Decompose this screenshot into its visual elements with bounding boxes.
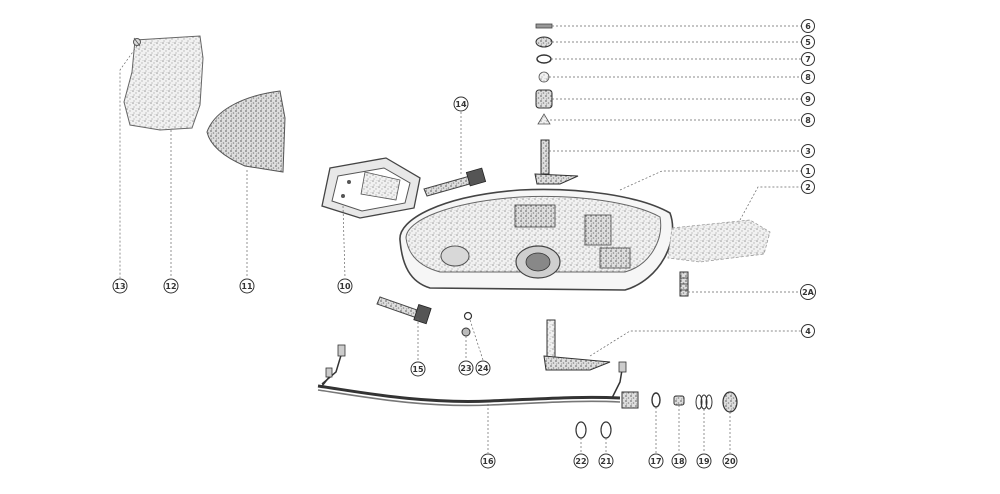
- callout-7: 7: [801, 52, 815, 66]
- svg-text:10: 10: [339, 282, 351, 291]
- callout-8-lower: 8: [801, 113, 815, 127]
- callout-14: 14: [453, 96, 469, 112]
- part-2a-spring: [679, 271, 689, 297]
- svg-text:9: 9: [805, 95, 811, 104]
- callout-17: 17: [648, 453, 664, 469]
- svg-text:21: 21: [600, 457, 612, 466]
- callout-20: 20: [722, 453, 738, 469]
- svg-text:18: 18: [673, 457, 685, 466]
- callout-19: 19: [696, 453, 712, 469]
- callout-4: 4: [801, 324, 815, 338]
- callout-3: 3: [801, 144, 815, 158]
- part-21-washer: [600, 421, 612, 439]
- svg-text:14: 14: [455, 100, 467, 109]
- part-11-dome-cover: [206, 90, 286, 173]
- svg-text:7: 7: [805, 55, 811, 64]
- svg-text:8: 8: [805, 116, 811, 125]
- svg-text:3: 3: [805, 147, 811, 156]
- part-8-ball: [538, 71, 550, 83]
- callout-24: 24: [475, 360, 491, 376]
- callout-11: 11: [239, 278, 255, 294]
- callout-6: 6: [801, 19, 815, 33]
- part-18-fitting: [673, 395, 685, 406]
- callout-9: 9: [801, 92, 815, 106]
- callout-5: 5: [801, 35, 815, 49]
- part-19-spring: [695, 394, 713, 410]
- part-24-washer: [463, 311, 473, 321]
- part-13-screw: [133, 37, 141, 47]
- svg-text:6: 6: [805, 22, 811, 31]
- svg-text:20: 20: [724, 457, 736, 466]
- callout-18: 18: [671, 453, 687, 469]
- callout-12: 12: [163, 278, 179, 294]
- svg-text:5: 5: [805, 38, 811, 47]
- callout-21: 21: [598, 453, 614, 469]
- part-14-brush: [423, 167, 487, 197]
- part-6-washer: [535, 23, 553, 29]
- part-2-bracket: [667, 219, 771, 263]
- callout-23: 23: [458, 360, 474, 376]
- svg-text:17: 17: [650, 457, 661, 466]
- callout-2a: 2A: [800, 284, 816, 300]
- callout-15: 15: [410, 361, 426, 377]
- svg-text:23: 23: [460, 364, 471, 373]
- part-5-nut: [535, 36, 553, 48]
- part-16-wire-harness: [317, 344, 639, 409]
- part-23-nut: [461, 327, 471, 337]
- callout-22: 22: [573, 453, 589, 469]
- part-1-main-housing: [399, 188, 674, 291]
- part-10-gasket: [321, 157, 421, 219]
- part-4-shaft: [543, 319, 611, 371]
- part-3-shaft: [534, 139, 579, 185]
- callout-1: 1: [801, 164, 815, 178]
- part-8-ball-lower: [537, 113, 551, 125]
- callout-10: 10: [337, 278, 353, 294]
- svg-text:13: 13: [114, 282, 125, 291]
- callout-2: 2: [801, 180, 815, 194]
- svg-text:24: 24: [477, 364, 489, 373]
- svg-text:2: 2: [805, 183, 811, 192]
- part-9-spring: [535, 89, 553, 109]
- leader-lines: [119, 25, 801, 453]
- part-7-washer: [536, 54, 552, 64]
- part-12-cover-plate: [123, 35, 204, 131]
- callout-13: 13: [112, 278, 128, 294]
- svg-text:22: 22: [575, 457, 586, 466]
- callout-16: 16: [480, 453, 496, 469]
- svg-text:19: 19: [698, 457, 710, 466]
- svg-text:15: 15: [412, 365, 424, 374]
- svg-text:11: 11: [241, 282, 253, 291]
- svg-text:8: 8: [805, 73, 811, 82]
- svg-text:16: 16: [482, 457, 494, 466]
- callouts: 6 5 7 8 9 8 3 1 2 2A 4 14 15 10 11 12 13…: [112, 19, 816, 469]
- part-15-brush: [376, 296, 432, 325]
- svg-text:2A: 2A: [802, 288, 815, 297]
- part-17-ring: [651, 392, 661, 408]
- part-22-washer: [575, 421, 587, 439]
- svg-text:12: 12: [165, 282, 176, 291]
- svg-text:4: 4: [805, 327, 811, 336]
- part-20-grommet: [722, 391, 738, 413]
- callout-8: 8: [801, 70, 815, 84]
- svg-text:1: 1: [805, 167, 811, 176]
